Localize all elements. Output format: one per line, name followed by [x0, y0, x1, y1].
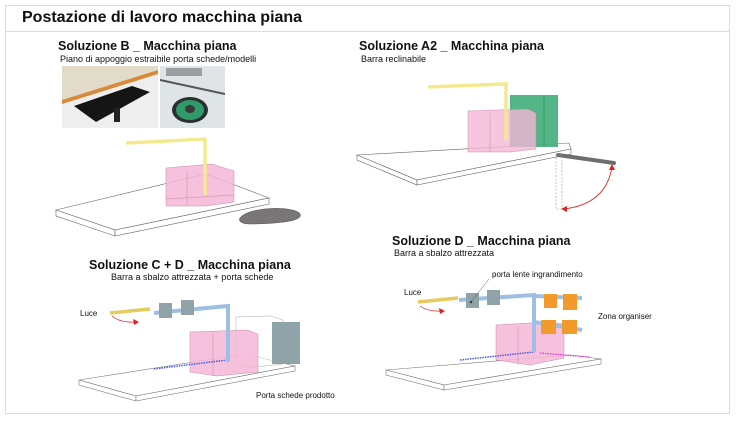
lamp-arm	[125, 137, 207, 195]
cantilever-bar	[153, 303, 230, 362]
module	[181, 300, 194, 315]
magnifier-leader	[470, 278, 490, 303]
solution-d-title: Soluzione D _ Macchina piana	[392, 234, 571, 248]
d-light-label: Luce	[404, 288, 422, 297]
solution-b-title: Soluzione B _ Macchina piana	[58, 39, 237, 53]
solution-cd-subtitle: Barra a sbalzo attrezzata + porta schede	[111, 272, 274, 282]
title-bar	[5, 5, 730, 32]
solution-d-subtitle: Barra a sbalzo attrezzata	[394, 248, 495, 258]
lamp-arm	[427, 82, 508, 140]
cantilever-bar	[458, 292, 536, 352]
diagram-frame	[5, 5, 730, 414]
solution-cd-scene	[78, 300, 300, 402]
lamp-arm	[109, 307, 151, 315]
lamp-arm	[417, 296, 459, 304]
solution-b-scene	[54, 137, 301, 237]
d-magnifier-label: porta lente ingrandimento	[492, 270, 583, 279]
module	[487, 290, 500, 305]
page-title: Postazione di lavoro macchina piana	[22, 9, 303, 26]
organiser	[541, 320, 556, 334]
light-rotation-arrow	[419, 305, 443, 312]
solution-a2-title: Soluzione A2 _ Macchina piana	[359, 39, 544, 53]
led-strip-magenta	[539, 352, 591, 358]
card-holder	[272, 322, 300, 364]
solution-a2-scene	[356, 82, 616, 212]
solution-cd-title: Soluzione C + D _ Macchina piana	[89, 258, 291, 272]
organiser	[563, 294, 577, 310]
bar-folded-position	[555, 154, 563, 210]
work-volume	[165, 163, 235, 207]
solution-b-subtitle: Piano di appoggio estraibile porta sched…	[60, 54, 257, 64]
solution-a2-subtitle: Barra reclinabile	[361, 54, 427, 64]
organiser	[544, 294, 557, 308]
solution-d-scene	[385, 278, 602, 391]
magnifier-module	[466, 293, 479, 308]
mousepad-photo	[160, 66, 225, 128]
light-rotation-arrow	[111, 315, 137, 323]
drawer-photo	[62, 66, 158, 128]
module	[159, 303, 172, 318]
led-strip	[153, 359, 228, 370]
mousepad	[239, 208, 301, 225]
cd-card-holder-label: Porta schede prodotto	[256, 391, 335, 400]
cd-light-label: Luce	[80, 309, 98, 318]
rotation-arrow	[563, 166, 613, 210]
organiser	[562, 320, 577, 334]
d-organiser-label: Zona organiser	[598, 312, 652, 321]
work-volume	[467, 108, 537, 153]
work-volume	[189, 329, 259, 377]
reclining-bar	[556, 153, 616, 165]
